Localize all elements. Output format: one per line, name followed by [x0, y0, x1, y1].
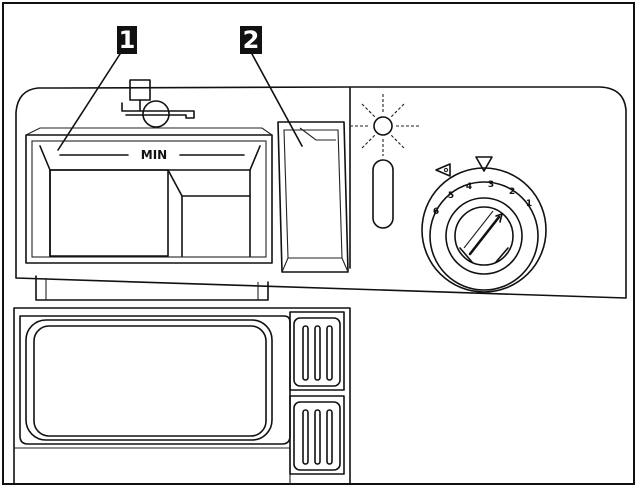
callout-2-number: 2 — [243, 26, 260, 54]
rinse-aid-filler — [277, 121, 349, 273]
dial-setting-3: 3 — [488, 180, 494, 190]
vent-slots-lower — [289, 395, 345, 475]
dial-setting-numbers: 6 5 4 3 2 1 — [433, 180, 532, 217]
dial-setting-4: 4 — [466, 182, 472, 192]
open-direction-icon — [435, 163, 451, 177]
vent-slots-upper — [289, 311, 345, 391]
min-level-label: MIN — [141, 148, 167, 162]
callout-1-number: 1 — [119, 26, 136, 54]
hinge-strip — [35, 275, 269, 301]
dial-setting-5: 5 — [448, 191, 454, 201]
position-marker-icon — [475, 156, 493, 172]
callout-2: 2 — [240, 26, 303, 147]
panel-outline — [15, 86, 627, 299]
indicator-light-icon — [350, 94, 420, 229]
rinse-aid-dial: 6 5 4 3 2 1 — [421, 167, 547, 293]
dial-setting-2: 2 — [509, 187, 515, 197]
detergent-compartment: MIN — [25, 134, 273, 264]
callout-1: 1 — [57, 26, 137, 151]
lid-latch-icon — [25, 79, 273, 136]
dial-setting-1: 1 — [526, 199, 532, 209]
dial-markers — [435, 156, 493, 177]
dial-setting-6: 6 — [433, 207, 439, 217]
